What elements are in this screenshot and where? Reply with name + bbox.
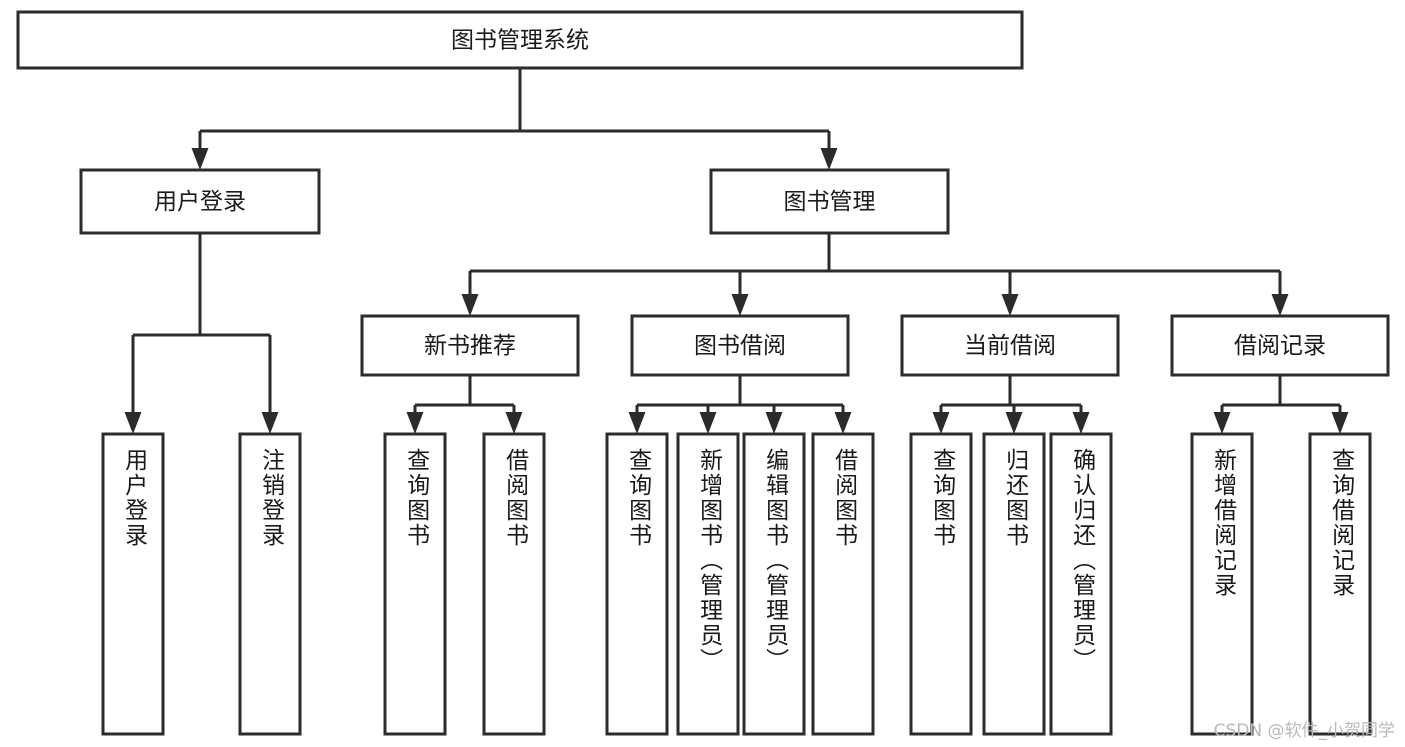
- node-box-leaf-query-book-current[interactable]: [909, 432, 973, 736]
- arrow-head-icon: [406, 412, 424, 434]
- arrow-head-icon: [932, 412, 950, 434]
- arrow-head-icon: [261, 412, 279, 434]
- arrow-head-icon: [505, 412, 523, 434]
- node-label-book-manage: 图书管理: [784, 189, 876, 215]
- node-label-root: 图书管理系统: [451, 28, 589, 54]
- arrow-head-icon: [834, 412, 852, 434]
- node-box-book-manage[interactable]: [709, 168, 950, 235]
- node-box-leaf-query-book-recommend[interactable]: [383, 432, 447, 736]
- node-box-current-borrow[interactable]: [900, 314, 1120, 377]
- node-box-leaf-add-borrow-record[interactable]: [1190, 432, 1254, 736]
- arrow-head-icon: [731, 294, 749, 316]
- node-box-leaf-add-book-admin[interactable]: [676, 432, 740, 736]
- node-box-leaf-user-login[interactable]: [101, 432, 165, 736]
- arrow-head-icon: [699, 412, 717, 434]
- arrow-head-icon: [1001, 294, 1019, 316]
- arrow-head-icon: [1213, 412, 1231, 434]
- node-box-new-book-recommend[interactable]: [360, 314, 580, 377]
- node-label-new-book-recommend: 新书推荐: [424, 333, 516, 359]
- watermark-text: CSDN @软件_小贺同学: [1213, 721, 1395, 741]
- arrow-head-icon: [124, 412, 142, 434]
- node-box-leaf-confirm-return-admin[interactable]: [1049, 432, 1113, 736]
- node-box-borrow-record[interactable]: [1170, 314, 1390, 377]
- node-box-leaf-query-book-borrow[interactable]: [605, 432, 669, 736]
- node-label-book-borrow: 图书借阅: [694, 333, 786, 359]
- arrow-head-icon: [461, 294, 479, 316]
- node-box-leaf-logout-login[interactable]: [238, 432, 302, 736]
- arrow-head-icon: [191, 148, 209, 170]
- arrow-head-icon: [765, 412, 783, 434]
- arrow-head-icon: [1005, 412, 1023, 434]
- boxes-layer: [16, 10, 1390, 736]
- node-label-borrow-record: 借阅记录: [1234, 333, 1326, 359]
- node-box-user-login[interactable]: [79, 168, 321, 235]
- node-box-leaf-edit-book-admin[interactable]: [742, 432, 806, 736]
- node-box-root[interactable]: [16, 10, 1024, 70]
- arrow-head-icon: [1331, 412, 1349, 434]
- node-box-leaf-return-book[interactable]: [982, 432, 1046, 736]
- connectors-layer: [124, 68, 1349, 434]
- arrow-head-icon: [1072, 412, 1090, 434]
- node-box-leaf-query-borrow-record[interactable]: [1308, 432, 1372, 736]
- node-label-user-login: 用户登录: [154, 189, 246, 215]
- node-box-leaf-borrow-book-borrow[interactable]: [811, 432, 875, 736]
- node-box-leaf-borrow-book-recommend[interactable]: [482, 432, 546, 736]
- arrow-head-icon: [820, 148, 838, 170]
- arrow-head-icon: [1271, 294, 1289, 316]
- node-box-book-borrow[interactable]: [630, 314, 850, 377]
- arrow-head-icon: [628, 412, 646, 434]
- node-label-current-borrow: 当前借阅: [964, 333, 1056, 359]
